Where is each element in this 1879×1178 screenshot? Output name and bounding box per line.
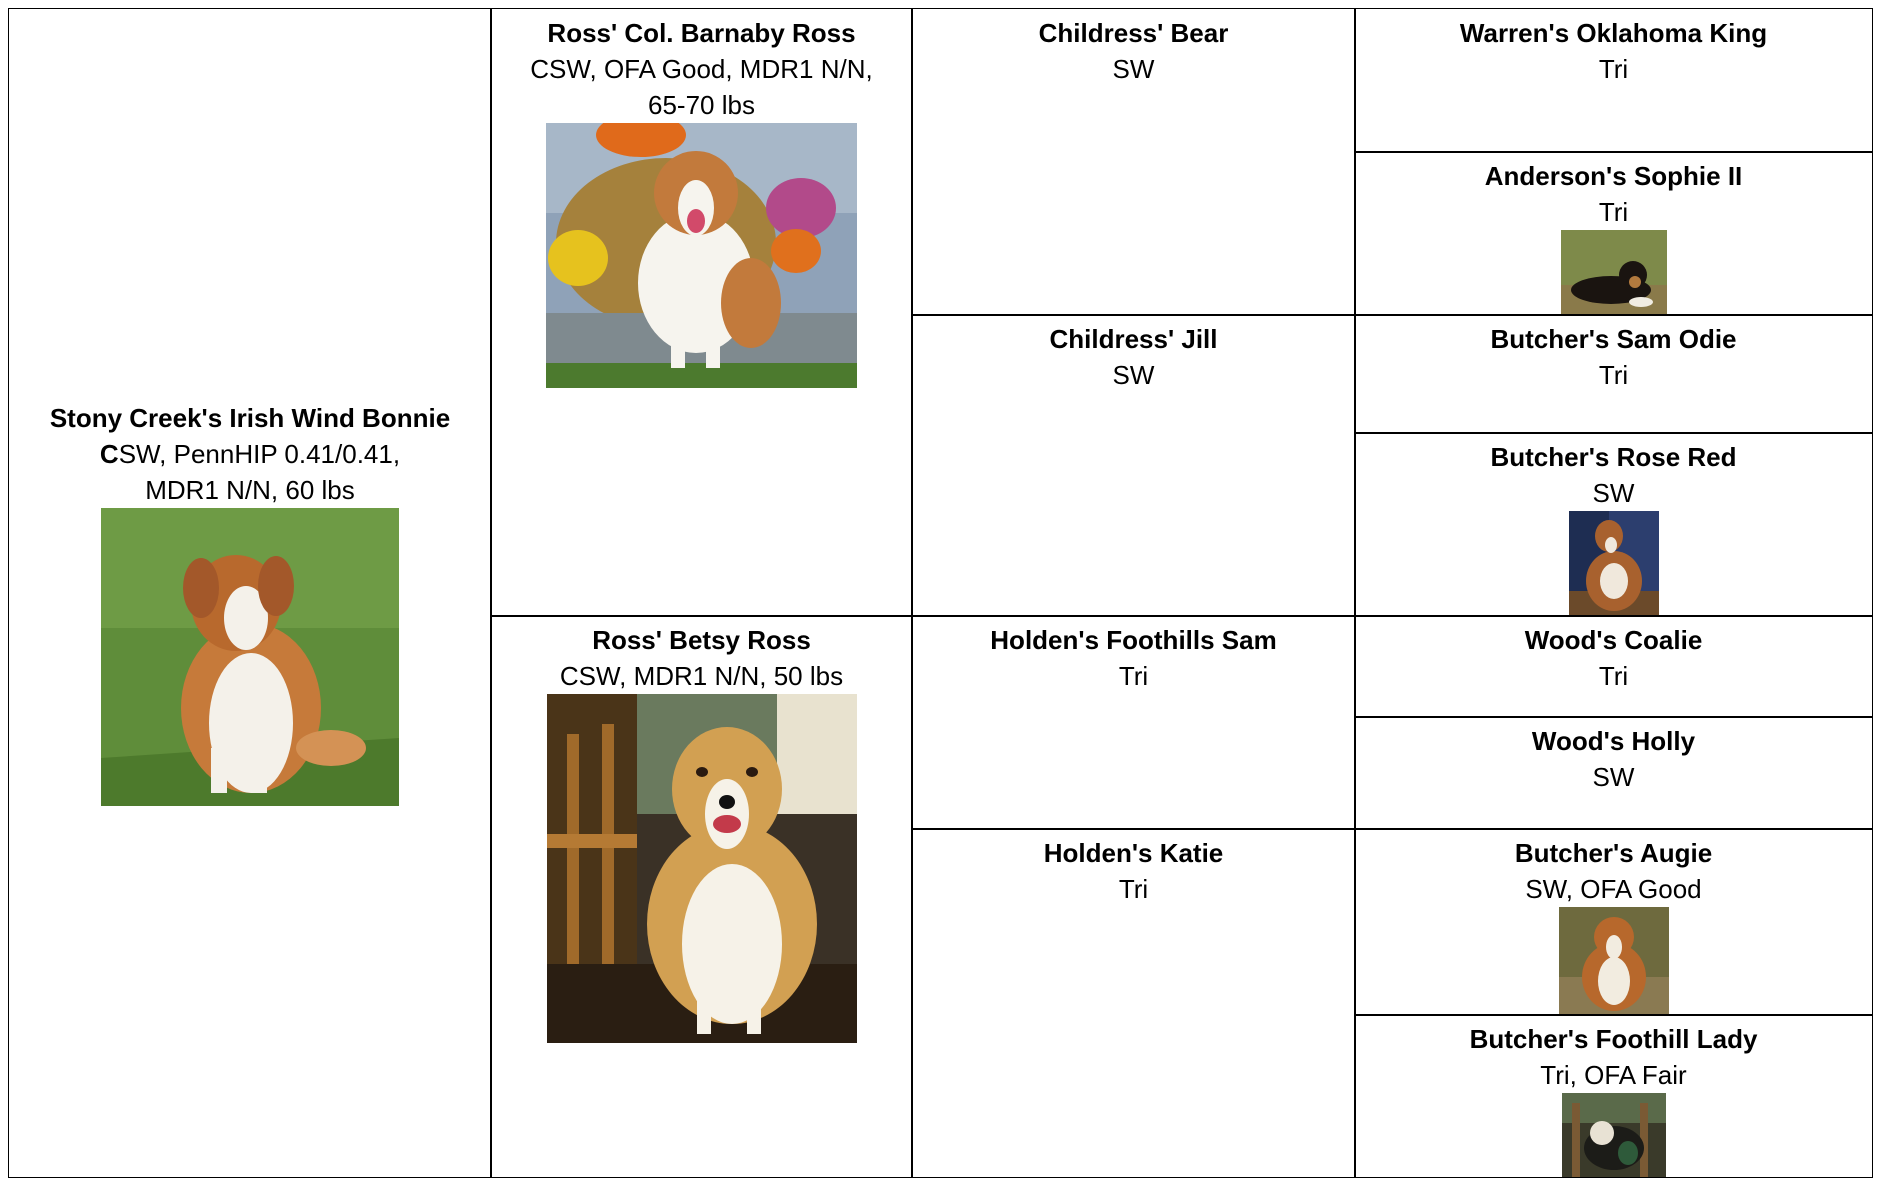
great-grandparent-desc: Tri <box>1598 197 1629 227</box>
great-grandparent-name: Anderson's Sophie II <box>1484 161 1743 191</box>
grandparent-cell: Childress' Jill SW <box>911 314 1356 617</box>
great-grandparent-desc: SW, OFA Good <box>1525 874 1702 904</box>
grandparent-name: Childress' Jill <box>1049 324 1218 354</box>
great-grandparent-cell: Wood's Coalie Tri <box>1354 615 1873 718</box>
great-grandparent-cell: Anderson's Sophie II Tri <box>1354 151 1873 316</box>
great-grandparent-desc: Tri <box>1598 360 1629 390</box>
grandparent-desc: Tri <box>1118 874 1149 904</box>
great-grandparent-name: Butcher's Sam Odie <box>1490 324 1737 354</box>
subject-cell: Stony Creek's Irish Wind Bonnie CSW, Pen… <box>8 8 492 1178</box>
great-grandparent-desc: SW <box>1592 762 1635 792</box>
great-grandparent-name: Wood's Holly <box>1531 726 1696 756</box>
sire-dog-photo <box>546 123 857 388</box>
great-grandparent-name: Wood's Coalie <box>1524 625 1703 655</box>
dam-dog-photo <box>546 694 857 1043</box>
great-grandparent-cell: Butcher's Foothill Lady Tri, OFA Fair <box>1354 1014 1873 1178</box>
grandparent-name: Childress' Bear <box>1038 18 1229 48</box>
great-grandparent-dog-photo <box>1561 1093 1666 1177</box>
grandparent-cell: Holden's Foothills Sam Tri <box>911 615 1356 830</box>
great-grandparent-name: Butcher's Rose Red <box>1490 442 1737 472</box>
sire-cell: Ross' Col. Barnaby Ross CSW, OFA Good, M… <box>490 8 913 617</box>
great-grandparent-desc: Tri <box>1598 54 1629 84</box>
sire-credentials-line1: CSW, OFA Good, MDR1 N/N, <box>530 54 873 84</box>
subject-credentials-line1: CSW, PennHIP 0.41/0.41, <box>99 439 401 469</box>
grandparent-cell: Holden's Katie Tri <box>911 828 1356 1178</box>
great-grandparent-desc: Tri <box>1598 661 1629 691</box>
dam-cell: Ross' Betsy Ross CSW, MDR1 N/N, 50 lbs <box>490 615 913 1178</box>
grandparent-desc: SW <box>1112 54 1155 84</box>
great-grandparent-name: Butcher's Foothill Lady <box>1469 1024 1758 1054</box>
great-grandparent-name: Warren's Oklahoma King <box>1459 18 1768 48</box>
great-grandparent-cell: Butcher's Rose Red SW <box>1354 432 1873 617</box>
great-grandparent-cell: Butcher's Sam Odie Tri <box>1354 314 1873 434</box>
great-grandparent-dog-photo <box>1560 230 1667 315</box>
dam-credentials: CSW, MDR1 N/N, 50 lbs <box>559 661 844 691</box>
great-grandparent-dog-photo <box>1558 907 1669 1015</box>
great-grandparent-cell: Warren's Oklahoma King Tri <box>1354 8 1873 153</box>
grandparent-desc: Tri <box>1118 661 1149 691</box>
great-grandparent-cell: Butcher's Augie SW, OFA Good <box>1354 828 1873 1016</box>
grandparent-name: Holden's Katie <box>1043 838 1224 868</box>
subject-credentials-line2: MDR1 N/N, 60 lbs <box>145 475 355 505</box>
great-grandparent-cell: Wood's Holly SW <box>1354 716 1873 830</box>
sire-name: Ross' Col. Barnaby Ross <box>547 18 856 48</box>
great-grandparent-desc: SW <box>1592 478 1635 508</box>
grandparent-cell: Childress' Bear SW <box>911 8 1356 316</box>
dam-name: Ross' Betsy Ross <box>592 625 811 655</box>
subject-dog-photo <box>101 508 399 806</box>
great-grandparent-dog-photo <box>1568 511 1659 616</box>
grandparent-desc: SW <box>1112 360 1155 390</box>
great-grandparent-name: Butcher's Augie <box>1514 838 1713 868</box>
grandparent-name: Holden's Foothills Sam <box>990 625 1277 655</box>
sire-credentials-line2: 65-70 lbs <box>648 90 755 120</box>
subject-name: Stony Creek's Irish Wind Bonnie <box>49 403 451 433</box>
great-grandparent-desc: Tri, OFA Fair <box>1540 1060 1687 1090</box>
